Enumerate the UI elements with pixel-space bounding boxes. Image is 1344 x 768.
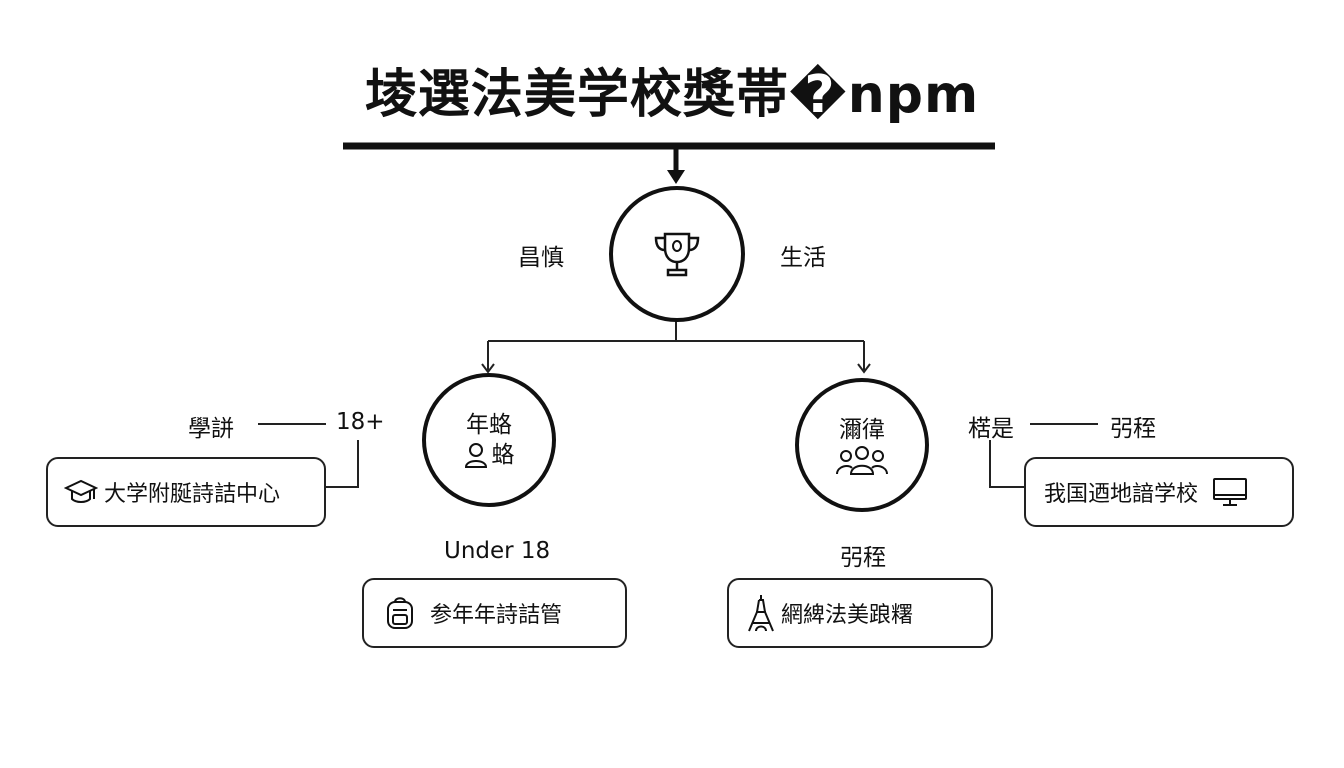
- person-icon: [464, 443, 487, 468]
- left-node: 年蛒 蛒: [422, 373, 556, 507]
- backpack-icon: [387, 597, 413, 629]
- right-bottom-label: 弜秷: [840, 545, 886, 571]
- center-right-label: 生活: [780, 245, 826, 271]
- graduation-cap-icon: [64, 479, 98, 503]
- right-side-box[interactable]: 我国迺地諳学校: [1024, 457, 1294, 527]
- right-node: 濔徫: [795, 378, 929, 512]
- monitor-icon: [1213, 478, 1248, 506]
- left-node-subtitle: 蛒: [491, 442, 515, 468]
- diagram-title: 堎選法美学校獎帯�npm: [364, 65, 980, 125]
- left-bottom-box-text: 参年年詩詰管: [430, 603, 563, 628]
- trophy-icon: [654, 232, 700, 277]
- left-bottom-box[interactable]: 参年年詩詰管: [362, 578, 627, 648]
- right-bottom-box-text: 網綼法美踉糬: [781, 603, 914, 628]
- right-side-value: 弜秷: [1110, 416, 1156, 442]
- right-node-title: 濔徫: [839, 417, 885, 443]
- eiffel-tower-icon: [748, 595, 774, 632]
- right-side-box-text: 我国迺地諳学校: [1044, 482, 1199, 507]
- left-side-label: 學誁: [188, 416, 234, 442]
- left-side-box[interactable]: 大学附脠詩詰中心: [46, 457, 326, 527]
- left-bottom-label: Under 18: [444, 538, 551, 564]
- left-node-title: 年蛒: [466, 412, 512, 438]
- left-side-box-text: 大学附脠詩詰中心: [104, 482, 281, 507]
- right-side-label: 楛是: [968, 416, 1014, 442]
- right-bottom-box[interactable]: 網綼法美踉糬: [727, 578, 993, 648]
- left-side-value: 18+: [336, 409, 385, 435]
- center-node: [609, 186, 745, 322]
- group-icon: [836, 446, 888, 475]
- center-left-label: 昌慎: [518, 245, 564, 271]
